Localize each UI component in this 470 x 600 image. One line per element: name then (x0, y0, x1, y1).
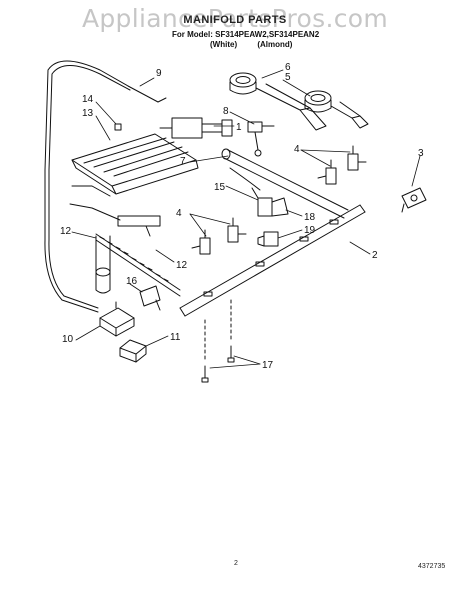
part-bracket-17 (139, 285, 161, 311)
callout-19: 18 (304, 212, 316, 223)
callouts: 9 14 13 1 8 6 5 4 3 7 4 15 18 19 2 12 12… (60, 62, 424, 371)
document-number: 4372735 (418, 563, 446, 570)
watermark: AppliancePartsPros.com (81, 4, 389, 33)
callout-20: 19 (304, 225, 316, 236)
page-number: 2 (234, 560, 238, 567)
callout-13: 12 (176, 260, 188, 271)
part-screws (201, 299, 235, 383)
part-spark-module (401, 187, 427, 213)
page-title: MANIFOLD PARTS (183, 14, 287, 26)
callout-16: 15 (214, 182, 226, 193)
part-igniter-rail (95, 233, 181, 297)
callout-4-lower: 4 (176, 208, 182, 219)
part-switch (251, 187, 289, 217)
callout-12: 12 (60, 226, 72, 237)
variant-almond: (Almond) (257, 40, 293, 49)
callout-6: 6 (285, 62, 291, 73)
color-variants: (White) (Almond) (210, 40, 310, 49)
part-bracket-20 (257, 231, 279, 247)
callout-4-upper: 4 (294, 144, 300, 155)
part-thermostat-bulb (247, 121, 275, 157)
callout-3: 3 (418, 148, 424, 159)
variant-white: (White) (210, 40, 238, 49)
part-gas-tube-inner (48, 65, 131, 309)
callout-7: 7 (180, 156, 186, 167)
callout-2: 2 (372, 250, 378, 261)
leader-lines (71, 69, 421, 369)
part-mounting-bracket (119, 339, 147, 363)
part-orifice-upper-b (347, 145, 367, 171)
part-orifice-lower-b (227, 217, 247, 243)
callout-1: 1 (236, 122, 242, 133)
callout-5: 5 (285, 72, 291, 83)
callout-9: 9 (156, 68, 162, 79)
callout-11: 11 (170, 332, 181, 343)
part-igniter-wire (229, 167, 261, 191)
part-burner-right (304, 90, 369, 129)
part-wire-harness (69, 185, 161, 237)
part-regulator (95, 235, 111, 294)
part-gas-tube (44, 60, 129, 313)
callout-8: 8 (223, 106, 229, 117)
callout-17: 16 (126, 276, 138, 287)
part-clip (114, 123, 122, 131)
part-orifice-upper-a (317, 159, 337, 185)
part-manifold-pipe (221, 148, 349, 219)
part-manifold-bar (179, 204, 366, 317)
part-valve (159, 117, 233, 139)
callout-14: 13 (82, 108, 94, 119)
part-orifice-lower-a (191, 229, 211, 255)
part-burner-left (229, 72, 327, 131)
model-line: For Model: SF314PEAW2,SF314PEAN2 (172, 30, 320, 39)
callout-15: 14 (82, 94, 94, 105)
part-pressure-regulator (99, 301, 135, 337)
callout-18: 17 (262, 360, 274, 371)
part-burner-grate (71, 133, 199, 195)
callout-10: 10 (62, 334, 74, 345)
